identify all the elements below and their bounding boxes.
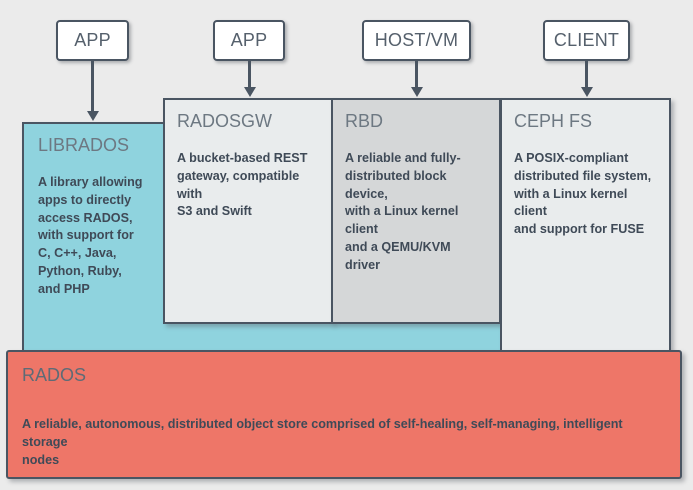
arrow-app-to-radosgw-icon <box>248 61 251 88</box>
layer-panel-radosgw[interactable]: RADOSGW A bucket-based REST gateway, com… <box>163 98 333 324</box>
actor-box-client[interactable]: CLIENT <box>543 20 630 61</box>
actor-label: HOST/VM <box>374 30 459 50</box>
layer-description-rados: A reliable, autonomous, distributed obje… <box>22 416 623 467</box>
actor-box-app-librados[interactable]: APP <box>56 20 129 61</box>
layer-description-cephfs: A POSIX-compliant distributed file syste… <box>514 150 652 237</box>
layer-title-rbd: RBD <box>345 111 384 131</box>
layer-title-cephfs: CEPH FS <box>514 111 593 131</box>
layer-panel-rados[interactable]: RADOS A reliable, autonomous, distribute… <box>6 350 682 479</box>
actor-label: APP <box>74 30 111 50</box>
layer-description-rbd: A reliable and fully- distributed block … <box>345 150 461 273</box>
layer-panel-rbd[interactable]: RBD A reliable and fully- distributed bl… <box>331 98 501 324</box>
layer-title-librados: LIBRADOS <box>38 135 130 155</box>
layer-title-rados: RADOS <box>22 365 87 385</box>
layer-title-radosgw: RADOSGW <box>177 111 273 131</box>
actor-label: CLIENT <box>553 30 620 50</box>
actor-box-host-vm[interactable]: HOST/VM <box>362 20 471 61</box>
arrow-host-vm-to-rbd-icon <box>415 61 418 88</box>
arrow-client-to-cephfs-icon <box>585 61 588 88</box>
layer-panel-cephfs[interactable]: CEPH FS A POSIX-compliant distributed fi… <box>500 98 671 374</box>
actor-label: APP <box>230 30 268 50</box>
layer-description-radosgw: A bucket-based REST gateway, compatible … <box>177 150 308 219</box>
actor-box-app-radosgw[interactable]: APP <box>213 20 285 61</box>
layer-description-librados: A library allowing apps to directly acce… <box>38 174 143 297</box>
arrow-app-to-librados-icon <box>91 61 94 112</box>
